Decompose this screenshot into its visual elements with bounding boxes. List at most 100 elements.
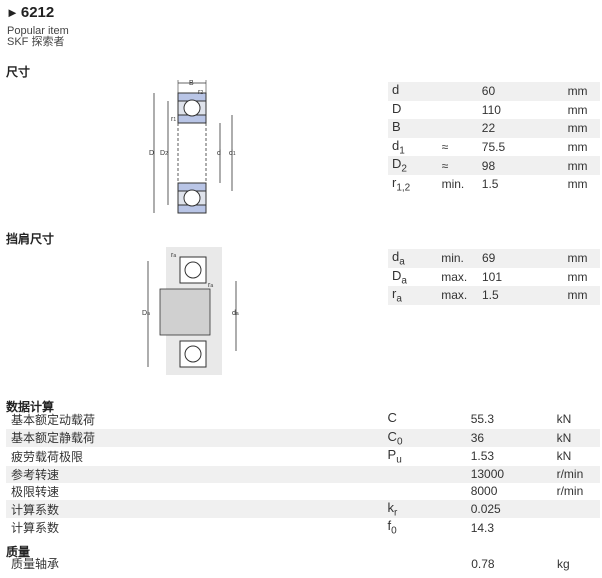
label-D: D xyxy=(149,150,154,157)
ball-top xyxy=(183,99,201,117)
label-Da: Da xyxy=(142,310,150,317)
calc-label: 计算系数 xyxy=(11,521,60,536)
calc-symbol xyxy=(383,465,467,483)
symbol: C0 xyxy=(387,428,403,448)
spec-unit: mm xyxy=(567,177,588,192)
calc-value: 8000 xyxy=(470,484,498,499)
symbol: r1,2 xyxy=(392,174,411,194)
ball-bottom xyxy=(183,189,201,207)
spec-value: 110 xyxy=(481,102,501,117)
symbol: Da xyxy=(392,267,407,287)
calc-symbol: Pu xyxy=(384,447,467,466)
calc-unit: kN xyxy=(552,428,600,448)
symbol: da xyxy=(392,249,405,268)
product-designation: 6212 xyxy=(20,4,55,21)
calc-value: 1.53 xyxy=(470,449,495,464)
spec-qualifier: max. xyxy=(437,286,478,305)
calc-unit xyxy=(553,518,600,537)
symbol: D2 xyxy=(392,156,407,175)
spec-value: 22 xyxy=(477,119,564,138)
calc-label: 极限转速 xyxy=(11,484,60,499)
section-dimensions: 尺寸 xyxy=(6,65,31,79)
label-da: da xyxy=(232,310,239,317)
calc-label: 基本额定静载荷 xyxy=(6,428,384,448)
spec-qualifier xyxy=(438,101,478,120)
popular-item-link[interactable]: Popular item xyxy=(7,25,69,37)
calc-label: 计算系数 xyxy=(6,499,384,519)
spec-qualifier: min. xyxy=(441,177,465,192)
symbol: kr xyxy=(387,499,398,519)
spec-value: 1.5 xyxy=(477,286,564,305)
spec-value: 98 xyxy=(477,156,564,175)
symbol: C xyxy=(387,410,397,425)
calc-label: 参考转速 xyxy=(6,465,384,483)
abutment-dimension-drawing: ra ra Da da xyxy=(142,247,239,375)
calc-unit: kg xyxy=(557,556,570,571)
spec-symbol: ra xyxy=(388,286,438,305)
spec-symbol: r1,2 xyxy=(388,175,438,194)
symbol: ra xyxy=(392,286,402,305)
spec-symbol: d1 xyxy=(388,138,438,157)
spec-row: r1,2 min. 1.5 mm xyxy=(388,175,600,194)
calc-symbol: C0 xyxy=(383,428,467,448)
spec-qualifier: ≈ xyxy=(441,140,449,155)
calc-value: 13000 xyxy=(466,465,553,483)
bearing-dimension-drawing: B r2 r1 D D2 d d1 xyxy=(149,80,236,214)
spec-qualifier xyxy=(437,119,478,138)
spec-value: 75.5 xyxy=(481,140,506,155)
symbol: B xyxy=(392,119,401,135)
calc-value: 14.3 xyxy=(470,520,495,535)
calc-symbol xyxy=(384,483,467,500)
page-subtitle: SKF 探索者 xyxy=(7,36,65,48)
calc-unit: kN xyxy=(556,412,572,427)
symbol: D xyxy=(392,100,402,116)
spec-qualifier xyxy=(437,82,478,101)
spec-unit: mm xyxy=(563,119,600,138)
spec-value: 1.5 xyxy=(481,177,499,192)
spec-symbol: D xyxy=(388,101,438,120)
label-ra-top: ra xyxy=(171,252,176,259)
arrow-icon: ► xyxy=(6,5,19,20)
calc-value: 36 xyxy=(466,428,553,448)
label-r1: r1 xyxy=(171,116,176,123)
calc-label: 疲劳载荷极限 xyxy=(11,449,84,464)
calc-label: 质量轴承 xyxy=(11,557,60,571)
calc-unit: kN xyxy=(556,449,572,464)
spec-symbol: B xyxy=(388,119,438,138)
spec-value: 69 xyxy=(477,249,564,268)
section-calculation: 数据计算 xyxy=(6,400,55,414)
label-D2: D2 xyxy=(160,150,168,157)
spec-symbol: da xyxy=(388,249,438,268)
spec-value: 60 xyxy=(477,82,564,101)
shaft xyxy=(159,288,211,336)
calc-symbol: kr xyxy=(383,499,467,519)
spec-unit: mm xyxy=(563,249,600,268)
calc-value: 0.025 xyxy=(466,499,553,519)
spec-unit: mm xyxy=(563,156,600,175)
calc-label: 基本额定动载荷 xyxy=(11,412,96,427)
spec-qualifier: min. xyxy=(437,249,478,268)
spec-unit: mm xyxy=(567,269,588,284)
spec-value: 101 xyxy=(481,269,503,284)
spec-unit: mm xyxy=(567,102,588,117)
section-mass: 质量 xyxy=(6,545,31,559)
spec-unit: mm xyxy=(563,82,600,101)
label-r2: r2 xyxy=(198,89,203,96)
label-B: B xyxy=(189,80,194,87)
symbol: d1 xyxy=(392,137,405,157)
symbol: d xyxy=(392,82,400,97)
spec-symbol: d xyxy=(388,82,438,101)
